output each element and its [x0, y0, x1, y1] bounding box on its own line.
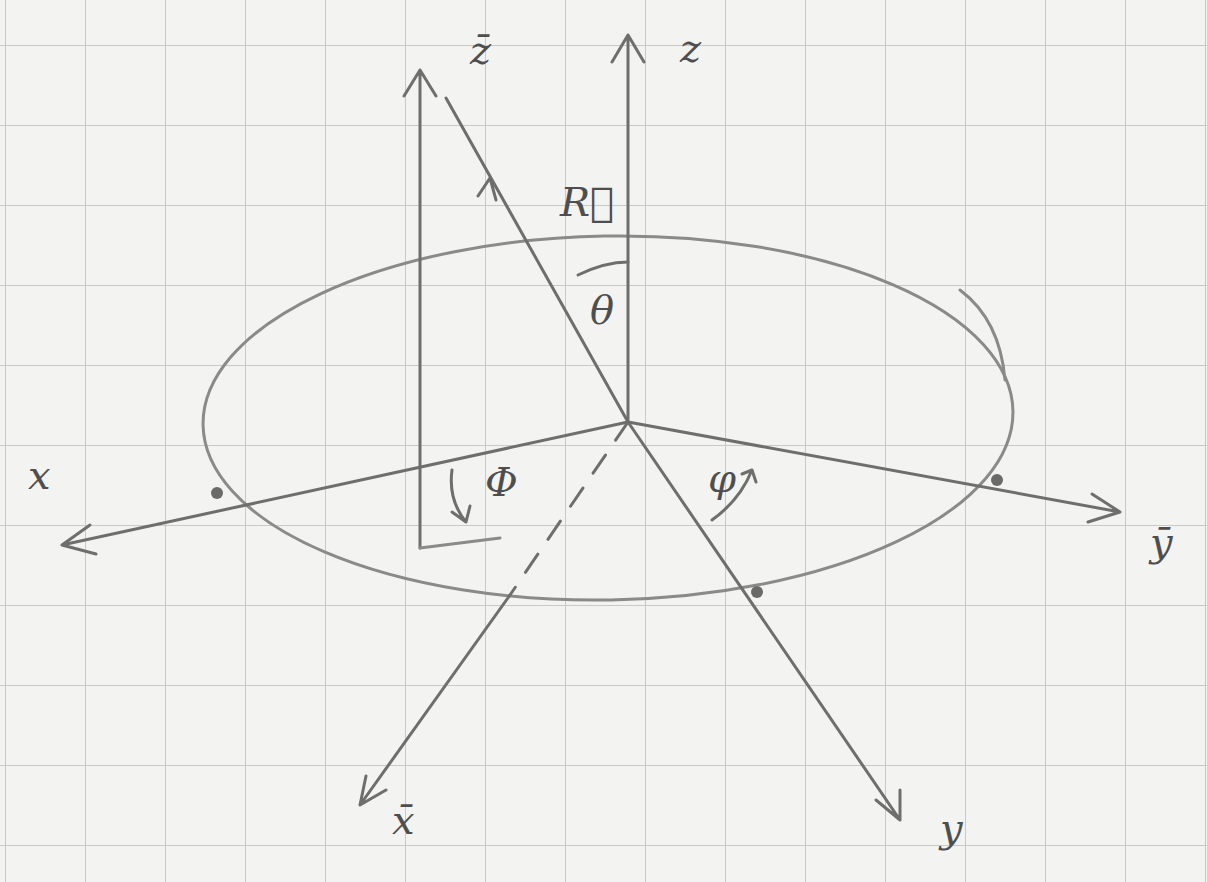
- x-axis: [62, 422, 628, 554]
- r-vector: [446, 98, 628, 422]
- axis-label: z̄: [470, 30, 491, 70]
- point: [991, 474, 1003, 486]
- phi-arc: [451, 470, 470, 522]
- axis-label: x: [28, 455, 51, 495]
- z-bar-axis: [404, 70, 436, 548]
- axis-label: ȳ: [1150, 522, 1173, 562]
- point: [751, 586, 763, 598]
- x-bar-axis: [360, 595, 510, 805]
- theta-arc: [578, 262, 628, 275]
- y-bar-axis: [628, 422, 1120, 522]
- point: [211, 487, 223, 499]
- ellipse-stroke: [960, 290, 1005, 380]
- angle-label: θ: [590, 290, 614, 330]
- angle-label: Φ: [485, 462, 518, 502]
- projection-line: [420, 538, 500, 548]
- angle-label: φ: [708, 458, 736, 498]
- axis-label: z: [680, 28, 701, 68]
- axis-label: y: [940, 808, 963, 848]
- vector-label: R⃗: [560, 182, 614, 222]
- x-bar-hidden: [510, 422, 628, 595]
- orbit-ellipse: [200, 229, 1016, 607]
- axis-label: x̄: [392, 800, 415, 840]
- y-axis: [628, 422, 900, 820]
- z-axis: [612, 35, 644, 422]
